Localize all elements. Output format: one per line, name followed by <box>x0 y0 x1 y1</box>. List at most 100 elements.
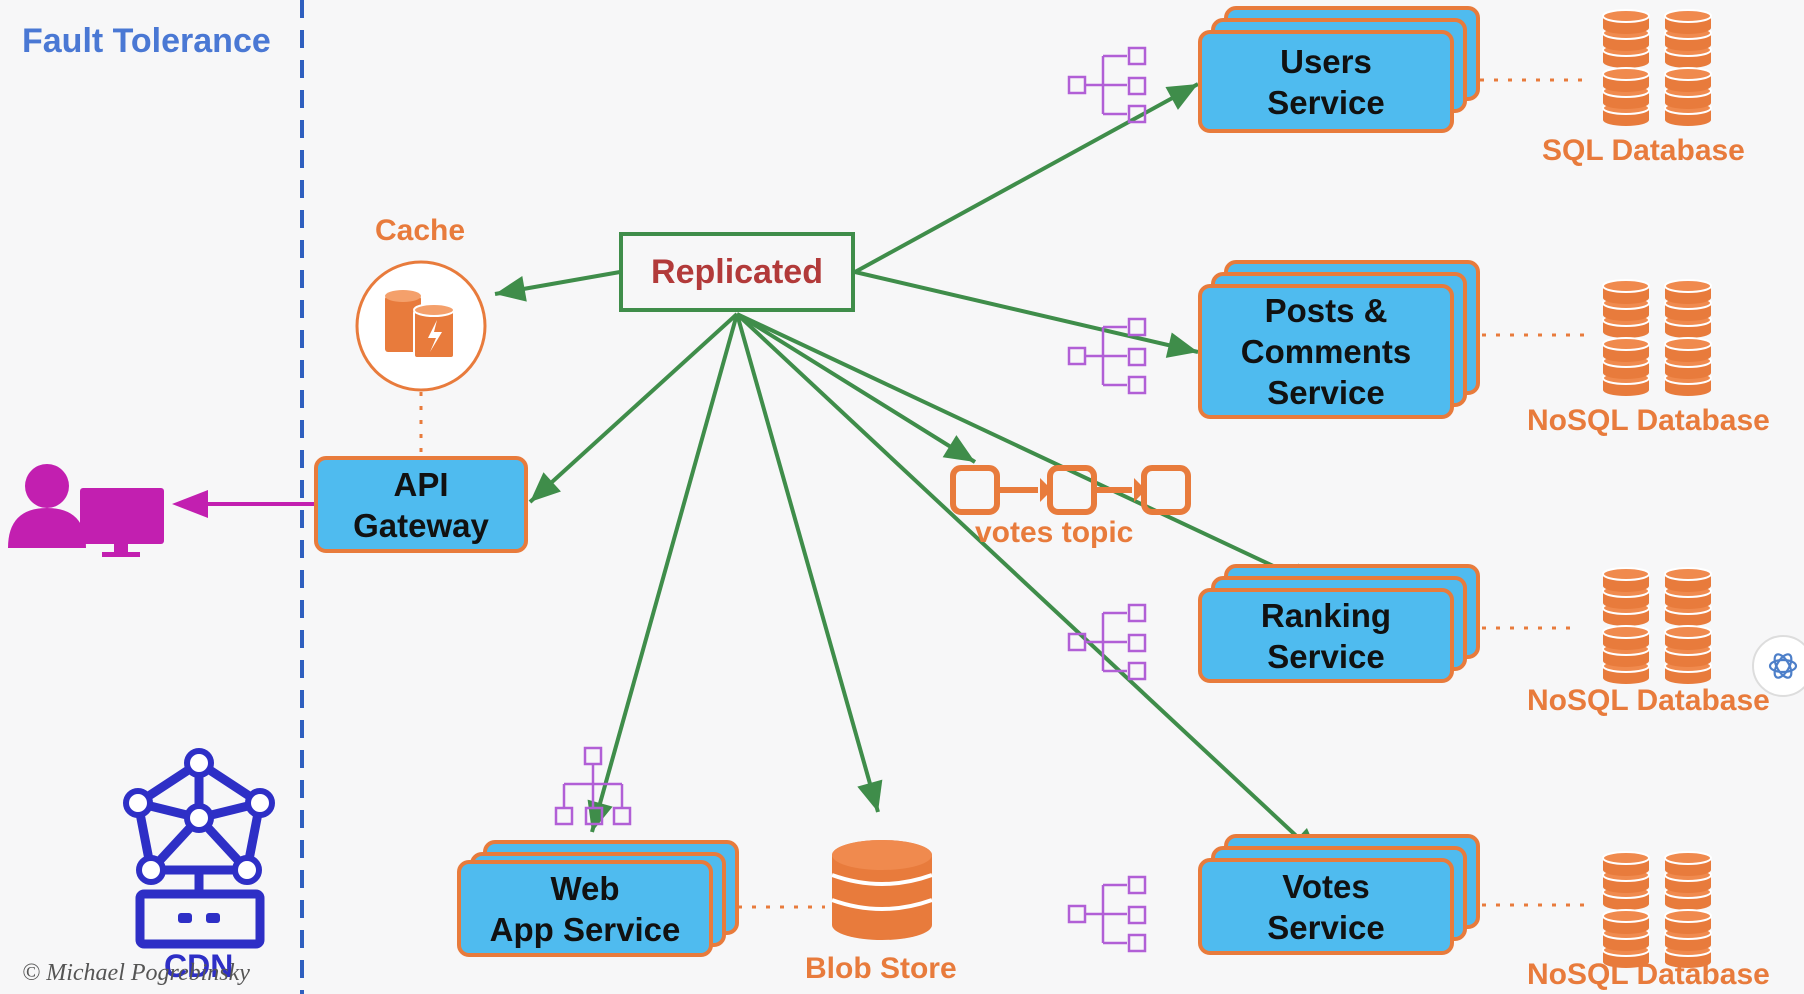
client-arrowhead <box>172 490 208 518</box>
db-disk <box>1665 80 1711 92</box>
cache-label: Cache <box>375 214 466 247</box>
db-disk <box>1602 9 1650 23</box>
blob-store-icon <box>831 840 933 940</box>
posts-comments-service: Posts & Comments Service <box>1198 260 1480 419</box>
queue-arrow <box>1134 478 1146 502</box>
db-disk <box>1665 614 1711 626</box>
db-disk <box>1665 672 1711 684</box>
service-label: Ranking Service <box>1198 588 1454 683</box>
lb-node <box>1127 633 1147 653</box>
lb-node <box>1127 661 1147 681</box>
database-icon <box>1602 279 1650 338</box>
db-disk <box>1665 22 1711 34</box>
db-disk <box>1603 922 1649 934</box>
db-disk <box>1664 337 1712 351</box>
arrow-to-gateway <box>528 312 739 504</box>
db-disk <box>1665 384 1711 396</box>
chatgpt-icon <box>1768 653 1798 679</box>
db-disk <box>1602 851 1650 865</box>
service-label: Posts & Comments Service <box>1198 284 1454 419</box>
db-disk <box>1665 638 1711 650</box>
lb-node <box>1127 347 1147 367</box>
cdn-node <box>184 748 214 778</box>
lb-node <box>1127 875 1147 895</box>
db-disk <box>1665 597 1711 609</box>
database-icon <box>1602 625 1650 684</box>
arrow-to-posts-head <box>1165 332 1198 358</box>
db-disk <box>1664 567 1712 581</box>
user-icon <box>8 464 86 548</box>
db-disk <box>1603 939 1649 951</box>
database-icon <box>1664 67 1712 126</box>
db-disk <box>1603 80 1649 92</box>
lb-node <box>1127 603 1147 623</box>
ranking-db-label: NoSQL Database <box>1527 684 1770 717</box>
arrow-to-users <box>854 82 1199 274</box>
chatgpt-button[interactable] <box>1752 635 1804 697</box>
cdn-node <box>136 855 166 885</box>
lb-node <box>1067 904 1087 924</box>
db-disk <box>1603 384 1649 396</box>
database-icon <box>1664 279 1712 338</box>
blob-store-label: Blob Store <box>805 952 957 985</box>
db-disk <box>1665 898 1711 910</box>
db-disk <box>1603 114 1649 126</box>
database-icon <box>1664 909 1712 968</box>
db-disk <box>1665 114 1711 126</box>
db-disk <box>1664 67 1712 81</box>
db-disk <box>1603 350 1649 362</box>
copyright-text: © Michael Pogrebinsky <box>22 960 250 986</box>
db-disk <box>1603 956 1649 968</box>
db-disk <box>1664 909 1712 923</box>
db-disk <box>1603 292 1649 304</box>
db-disk <box>1664 851 1712 865</box>
database-icon <box>1664 337 1712 396</box>
lb-node <box>1127 46 1147 66</box>
ranking-service: Ranking Service <box>1198 564 1480 683</box>
arrow-to-blob-head <box>857 779 883 812</box>
db-disk <box>1665 39 1711 51</box>
cdn-led <box>178 913 192 923</box>
users-service: Users Service <box>1198 6 1480 133</box>
db-disk <box>1603 881 1649 893</box>
db-disk <box>1665 580 1711 592</box>
database-icon <box>1602 909 1650 968</box>
db-disk <box>1603 638 1649 650</box>
replication-arrows <box>494 82 1322 860</box>
database-icon <box>1602 9 1650 68</box>
load-balancer-icon <box>1067 875 1147 953</box>
arrow-to-votes-service <box>735 312 1322 860</box>
arrow-to-gateway-head <box>530 472 561 502</box>
db-disk <box>1602 625 1650 639</box>
database-icon <box>1664 567 1712 626</box>
lb-node <box>1127 905 1147 925</box>
web-app-service: Web App Service <box>457 840 739 957</box>
cdn-label: CDN <box>164 948 234 984</box>
db-disk <box>1665 350 1711 362</box>
db-disk <box>1665 309 1711 321</box>
db-disk <box>1602 67 1650 81</box>
db-disk <box>1603 898 1649 910</box>
arrow-to-webapp <box>590 313 739 833</box>
db-disk <box>1664 279 1712 293</box>
service-label: Web App Service <box>457 860 713 957</box>
cdn-led <box>206 913 220 923</box>
service-label: Users Service <box>1198 30 1454 133</box>
service-label: Votes Service <box>1198 858 1454 955</box>
database-icon <box>1664 9 1712 68</box>
queue-icon <box>950 465 1191 515</box>
db-disk <box>1602 567 1650 581</box>
db-disk <box>1603 597 1649 609</box>
lb-node <box>1127 76 1147 96</box>
queue-arrow <box>1040 478 1052 502</box>
database-icon <box>1664 851 1712 910</box>
arrow-to-cache-head <box>495 275 527 302</box>
lb-node <box>1127 933 1147 953</box>
cache-icon <box>355 260 487 392</box>
load-balancer-icon <box>1067 46 1147 124</box>
db-disk <box>1603 97 1649 109</box>
lb-node <box>1127 317 1147 337</box>
arrow-to-ranking <box>736 312 1321 590</box>
db-disk <box>1665 367 1711 379</box>
